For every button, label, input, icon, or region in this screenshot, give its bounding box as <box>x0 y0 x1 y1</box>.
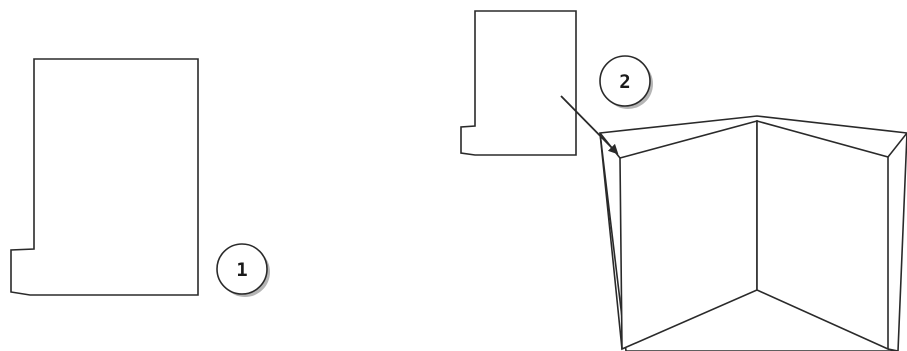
step-1-badge-label: 1 <box>236 259 247 281</box>
step-2-badge-circle <box>599 55 651 107</box>
insert-arrow <box>560 95 619 155</box>
step-1-sheet-outline <box>10 58 199 296</box>
step-2-sheet <box>460 10 577 156</box>
step-2-badge-label: 2 <box>619 71 630 93</box>
step-2-sheet-outline <box>460 10 577 156</box>
step-1-sheet <box>10 58 199 296</box>
step-2-badge: 2 <box>599 55 653 109</box>
step-1-badge-circle <box>216 243 268 295</box>
open-folder <box>599 115 907 351</box>
step-1-badge: 1 <box>216 243 270 297</box>
